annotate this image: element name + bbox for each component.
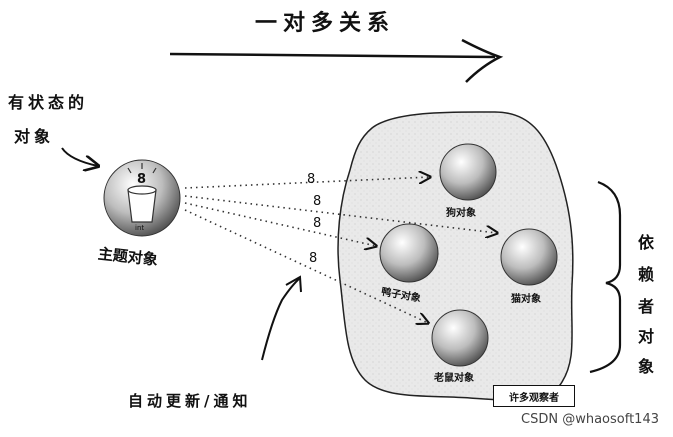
observer-label-cat: 猫对象 xyxy=(511,292,541,305)
stateful-note-arrow xyxy=(62,148,98,166)
arrow-value-3: 8 xyxy=(313,216,321,231)
diagram-title: 一对多关系 xyxy=(255,10,395,36)
dependents-label-4: 对 xyxy=(638,327,654,346)
auto-update-arrow xyxy=(262,278,300,360)
dependents-label-1: 依 xyxy=(638,233,655,252)
observers-box: 许多观察者 xyxy=(493,385,575,407)
dependents-label-2: 赖 xyxy=(638,265,654,284)
auto-update-label: 自动更新/通知 xyxy=(128,392,251,410)
dependents-label-5: 象 xyxy=(638,357,654,376)
observer-mouse xyxy=(432,310,488,366)
cup-icon xyxy=(128,190,156,222)
observer-cat xyxy=(501,229,557,285)
subject-top-number: 8 xyxy=(137,172,146,187)
observer-label-dog: 狗对象 xyxy=(446,206,476,219)
observer-dog xyxy=(440,144,496,200)
one-to-many-arrow xyxy=(170,54,495,57)
watermark: CSDN @whaosoft143 xyxy=(521,412,659,427)
arrow-value-4: 8 xyxy=(309,251,317,266)
subject-object: 8 int xyxy=(104,160,180,236)
stateful-note-line1: 有状态的 xyxy=(8,93,88,112)
observer-duck xyxy=(380,224,438,282)
observer-label-mouse: 老鼠对象 xyxy=(433,371,474,384)
dependents-brace xyxy=(590,182,620,372)
one-to-many-arrowhead xyxy=(462,40,500,82)
dependents-label-3: 者 xyxy=(637,297,654,316)
arrow-value-1: 8 xyxy=(307,172,315,187)
stateful-note-line2: 对象 xyxy=(14,127,54,146)
arrow-value-2: 8 xyxy=(313,194,321,209)
subject-label: 主题对象 xyxy=(97,245,159,269)
subject-cup-text: int xyxy=(135,224,144,232)
